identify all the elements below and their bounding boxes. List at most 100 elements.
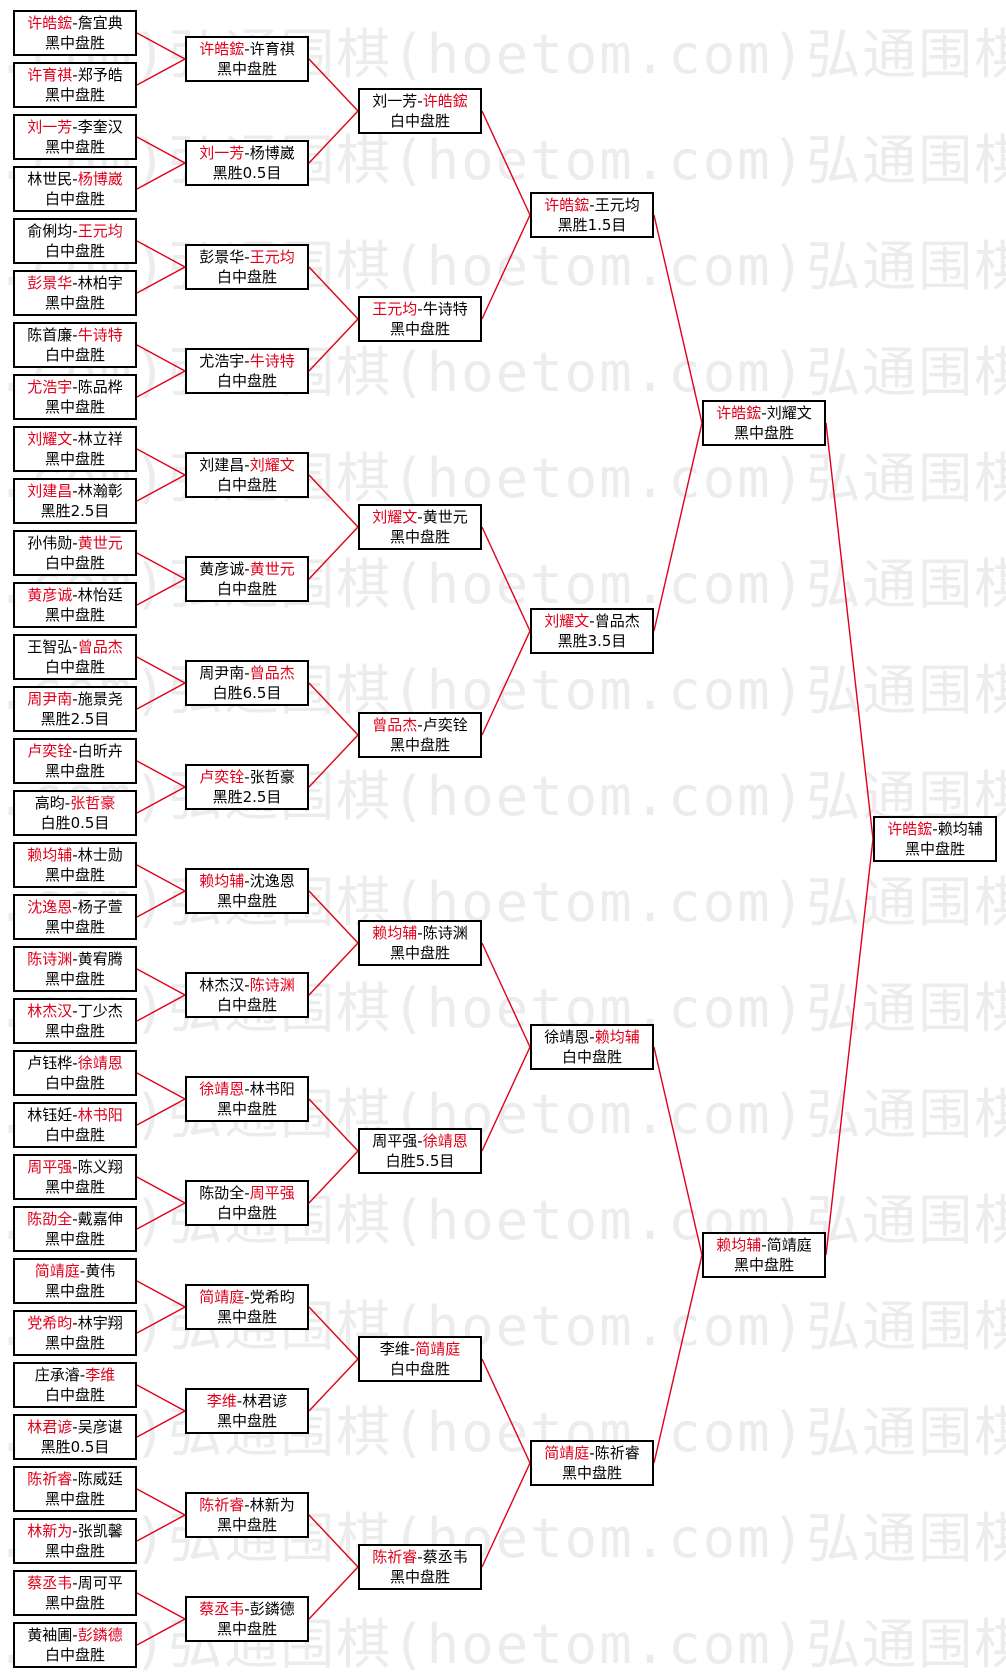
bracket-connector bbox=[136, 266, 186, 294]
match-players: 黄袖圃-彭鏻德 bbox=[27, 1625, 122, 1645]
player-black: 刘一芳 bbox=[372, 92, 418, 110]
match-players: 赖均辅-简靖庭 bbox=[716, 1235, 811, 1255]
bracket-connector bbox=[308, 734, 359, 788]
player-separator: - bbox=[244, 1496, 250, 1514]
bracket-connector bbox=[136, 682, 186, 710]
player-black: 陈劭全 bbox=[27, 1210, 73, 1228]
match-box: 刘建昌-刘耀文白中盘胜 bbox=[185, 452, 309, 498]
player-black: 尤浩宇 bbox=[199, 352, 245, 370]
player-white: 詹宜典 bbox=[77, 14, 123, 32]
player-white: 杨博崴 bbox=[249, 144, 295, 162]
player-white: 周可平 bbox=[77, 1574, 123, 1592]
player-black: 林世民 bbox=[27, 170, 73, 188]
match-players: 周尹南-曾品杰 bbox=[199, 663, 294, 683]
match-box: 刘耀文-黄世元黑中盘胜 bbox=[358, 504, 482, 550]
player-separator: - bbox=[589, 196, 595, 214]
bracket-connector bbox=[136, 1618, 186, 1646]
match-players: 彭景华-林柏宇 bbox=[27, 273, 122, 293]
player-black: 俞俐均 bbox=[27, 222, 73, 240]
match-box: 黄袖圃-彭鏻德白中盘胜 bbox=[13, 1622, 137, 1668]
match-result: 白中盘胜 bbox=[44, 346, 105, 364]
player-separator: - bbox=[72, 1470, 78, 1488]
player-black: 许皓鋐 bbox=[27, 14, 73, 32]
player-separator: - bbox=[72, 898, 78, 916]
player-separator: - bbox=[72, 1626, 78, 1644]
bracket-connector bbox=[653, 422, 703, 632]
bracket-connector bbox=[136, 448, 186, 476]
match-result: 黑中盘胜 bbox=[44, 138, 105, 156]
player-white: 林士勋 bbox=[77, 846, 123, 864]
player-separator: - bbox=[244, 872, 250, 890]
match-box: 赖均辅-沈逸恩黑中盘胜 bbox=[185, 868, 309, 914]
match-result: 黑中盘胜 bbox=[733, 424, 794, 442]
match-box: 周平强-徐靖恩白胜5.5目 bbox=[358, 1128, 482, 1174]
match-box: 林钰妊-林书阳白中盘胜 bbox=[13, 1102, 137, 1148]
player-separator: - bbox=[417, 1548, 423, 1566]
match-players: 蔡丞韦-彭鏻德 bbox=[199, 1599, 294, 1619]
match-players: 俞俐均-王元均 bbox=[27, 221, 122, 241]
player-black: 刘耀文 bbox=[27, 430, 73, 448]
match-players: 彭景华-王元均 bbox=[199, 247, 294, 267]
player-separator: - bbox=[72, 326, 78, 344]
player-separator: - bbox=[244, 40, 250, 58]
player-separator: - bbox=[244, 976, 250, 994]
player-separator: - bbox=[236, 1392, 243, 1410]
match-players: 庄承濬-李维 bbox=[35, 1365, 115, 1385]
bracket-connector bbox=[308, 1358, 359, 1412]
match-players: 周平强-陈义翔 bbox=[27, 1157, 122, 1177]
match-players: 简靖庭-黄伟 bbox=[35, 1261, 115, 1281]
player-white: 许育祺 bbox=[249, 40, 295, 58]
match-box: 许皓鋐-赖均辅黑中盘胜 bbox=[873, 816, 997, 862]
player-black: 徐靖恩 bbox=[199, 1080, 245, 1098]
player-separator: - bbox=[72, 118, 78, 136]
match-result: 白中盘胜 bbox=[44, 190, 105, 208]
player-white: 陈祈睿 bbox=[594, 1444, 640, 1462]
player-separator: - bbox=[72, 690, 78, 708]
match-box: 林君谚-吴彦谌黑胜0.5目 bbox=[13, 1414, 137, 1460]
match-box: 庄承濬-李维白中盘胜 bbox=[13, 1362, 137, 1408]
player-white: 赖均辅 bbox=[937, 820, 983, 838]
player-white: 徐靖恩 bbox=[77, 1054, 123, 1072]
player-white: 林立祥 bbox=[77, 430, 123, 448]
match-players: 尤浩宇-陈品桦 bbox=[27, 377, 122, 397]
player-black: 陈祈睿 bbox=[27, 1470, 73, 1488]
player-white: 党希昀 bbox=[249, 1288, 295, 1306]
player-white: 陈义翔 bbox=[77, 1158, 123, 1176]
player-white: 周平强 bbox=[249, 1184, 295, 1202]
player-black: 曾品杰 bbox=[372, 716, 418, 734]
player-white: 曾品杰 bbox=[594, 612, 640, 630]
match-box: 周平强-陈义翔黑中盘胜 bbox=[13, 1154, 137, 1200]
match-box: 刘建昌-林瀚彰黑胜2.5目 bbox=[13, 478, 137, 524]
player-separator: - bbox=[72, 14, 78, 32]
bracket-connector bbox=[136, 1098, 186, 1126]
match-box: 彭景华-王元均白中盘胜 bbox=[185, 244, 309, 290]
player-white: 白昕卉 bbox=[77, 742, 123, 760]
player-black: 沈逸恩 bbox=[27, 898, 73, 916]
player-white: 王元均 bbox=[77, 222, 123, 240]
bracket-connector bbox=[136, 474, 186, 502]
match-result: 黑中盘胜 bbox=[44, 294, 105, 312]
player-white: 王元均 bbox=[594, 196, 640, 214]
match-box: 林杰汉-丁少杰黑中盘胜 bbox=[13, 998, 137, 1044]
player-separator: - bbox=[417, 508, 423, 526]
bracket-connector bbox=[308, 110, 359, 164]
player-black: 刘一芳 bbox=[27, 118, 73, 136]
match-players: 刘建昌-林瀚彰 bbox=[27, 481, 122, 501]
match-result: 白中盘胜 bbox=[44, 1386, 105, 1404]
match-box: 徐靖恩-林书阳黑中盘胜 bbox=[185, 1076, 309, 1122]
player-black: 许皓鋐 bbox=[199, 40, 245, 58]
player-white: 张凯馨 bbox=[77, 1522, 123, 1540]
match-players: 沈逸恩-杨子萱 bbox=[27, 897, 122, 917]
match-players: 孙伟勋-黄世元 bbox=[27, 533, 122, 553]
player-separator: - bbox=[244, 1600, 250, 1618]
match-result: 黑中盘胜 bbox=[44, 86, 105, 104]
player-white: 郑予皓 bbox=[77, 66, 123, 84]
match-result: 黑中盘胜 bbox=[389, 944, 450, 962]
player-separator: - bbox=[417, 300, 423, 318]
match-players: 陈劭全-周平强 bbox=[199, 1183, 294, 1203]
player-black: 周平强 bbox=[372, 1132, 418, 1150]
player-separator: - bbox=[932, 820, 938, 838]
player-separator: - bbox=[244, 1288, 250, 1306]
match-result: 黑中盘胜 bbox=[44, 606, 105, 624]
match-players: 卢钰桦-徐靖恩 bbox=[27, 1053, 122, 1073]
